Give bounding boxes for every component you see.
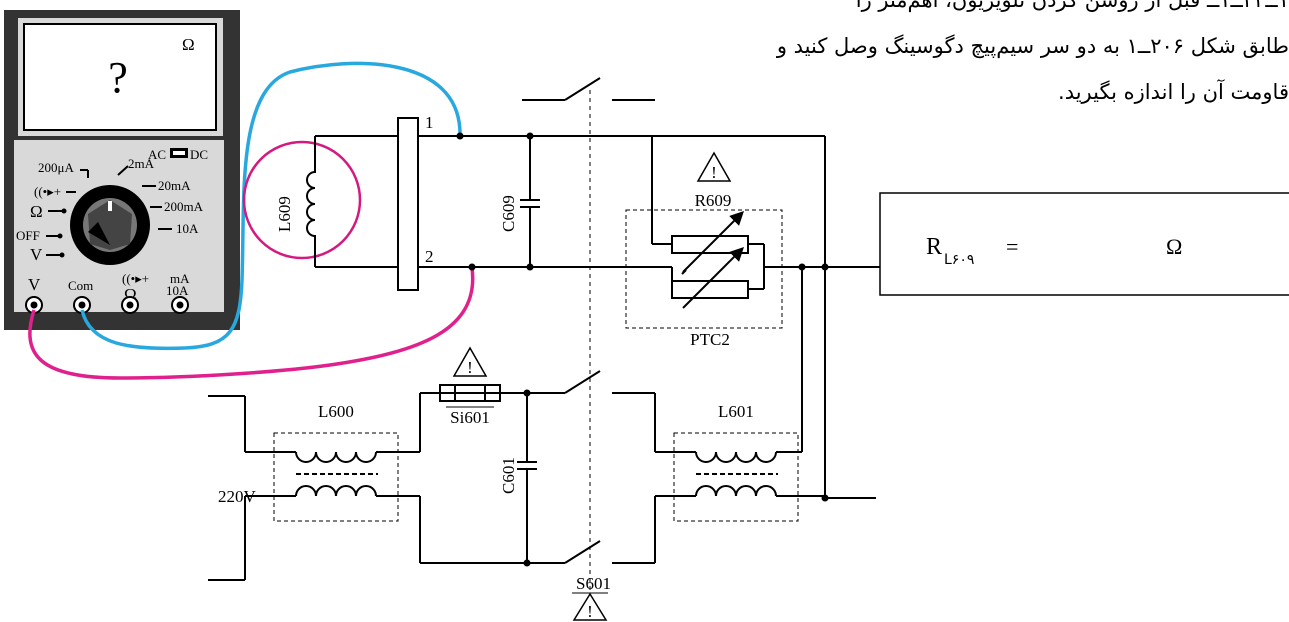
jack-ohm[interactable] (121, 296, 139, 314)
result-equals: = (1006, 234, 1018, 259)
instruction-line-1: ۱ــ۲۲ــ۱ــ قبل از روشن کردن تلویزیون، اه… (855, 0, 1289, 12)
range-10a: 10A (176, 221, 199, 236)
degauss-coil: L609 (242, 135, 398, 268)
jack-v-label: V (28, 275, 41, 294)
l601-box (673, 432, 799, 522)
l601-label: L601 (718, 402, 754, 421)
svg-text:!: ! (711, 163, 717, 182)
range-off: OFF (16, 228, 40, 243)
warning-icon-s601: ! (572, 592, 608, 621)
jack-ma-label: mA (170, 271, 190, 286)
jack-com-label: Com (68, 278, 93, 293)
warning-icon-si601: ! (452, 346, 488, 377)
ptc-box (625, 209, 783, 329)
coil-label: L609 (275, 196, 294, 232)
range-2ma: 2mA (128, 156, 155, 171)
jack-10a[interactable] (171, 296, 189, 314)
jack-diode-symbol: ((•▸+ (122, 271, 149, 286)
range-ohm: Ω (30, 202, 43, 221)
instruction-line-3: قاومت آن را اندازه بگیرید. (1058, 80, 1289, 104)
mode-dc: DC (190, 147, 208, 162)
l600-box (273, 432, 399, 522)
display-unit: Ω (182, 35, 195, 54)
rotary-selector-knob[interactable] (70, 185, 150, 265)
si601-label: Si601 (450, 408, 490, 427)
terminal-1-label: 1 (425, 113, 434, 132)
svg-text:!: ! (467, 358, 473, 377)
terminal-2-label: 2 (425, 247, 434, 266)
r609-resistor-b (671, 280, 749, 299)
warning-icon-r609: ! (696, 151, 732, 182)
c609-label: C609 (499, 195, 518, 232)
jack-10a-label: 10A (166, 283, 189, 298)
mode-ac: AC (148, 147, 166, 162)
probe-lead-blue[interactable] (80, 61, 462, 351)
result-box: R L۶۰۹ = Ω (879, 192, 1289, 296)
c601-label: C601 (499, 457, 518, 494)
ptc2-label: PTC2 (690, 330, 730, 349)
coil-highlight-circle (242, 140, 362, 260)
jack-com[interactable] (73, 296, 91, 314)
range-200ua: 200μA (38, 160, 74, 175)
multimeter: ? Ω AC DC 200μA 2mA 20mA 200mA 10A ((•▸+… (4, 10, 240, 330)
s601-label: S601 (576, 574, 611, 593)
range-volt: V (30, 245, 43, 264)
range-200ma: 200mA (164, 199, 204, 214)
r609-label: R609 (695, 191, 732, 210)
result-symbol: R (926, 234, 942, 260)
instruction-line-2: طابق شکل ۲۰۶ــ۱ به دو سر سیم‌پیچ دگوسینگ… (776, 34, 1289, 58)
result-subscript: L۶۰۹ (944, 252, 974, 268)
svg-text:!: ! (587, 602, 593, 621)
range-20ma: 20mA (158, 178, 191, 193)
mains-label: 220V (218, 487, 257, 506)
display-value: ? (108, 53, 128, 102)
multimeter-display (23, 23, 217, 131)
coil-connector (397, 117, 419, 291)
diode-continuity-symbol: ((•▸+ (34, 184, 61, 199)
result-unit: Ω (1166, 234, 1182, 259)
l600-label: L600 (318, 402, 354, 421)
probe-lead-red[interactable] (28, 267, 475, 380)
